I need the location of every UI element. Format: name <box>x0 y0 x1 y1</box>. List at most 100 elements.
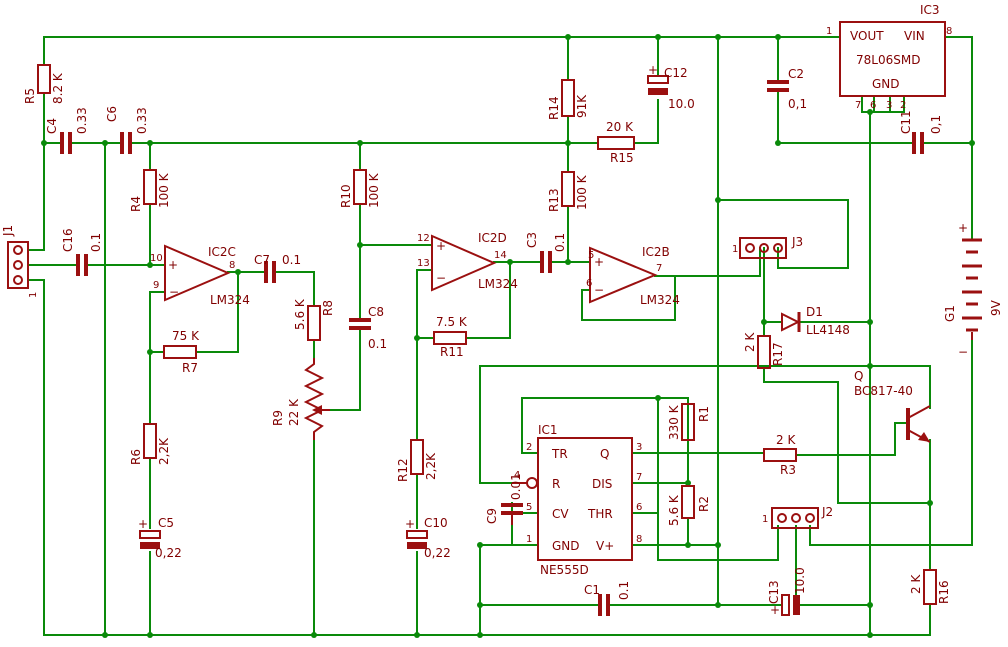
ic1-pin-4: 4 <box>514 470 520 481</box>
ic2b-minus: − <box>594 283 604 297</box>
capacitor-c1: C1 0.1 <box>584 581 631 616</box>
resistor-r11: R11 7.5 K <box>433 315 468 359</box>
capacitor-c4: C4 0.33 <box>45 107 89 154</box>
ic2c-plus: + <box>168 258 178 272</box>
ic1-r: R <box>552 477 560 491</box>
r12-value: 2,2K <box>424 452 438 480</box>
ic1-pin-6: 6 <box>636 502 642 513</box>
diode-d1: D1 LL4148 <box>781 305 850 337</box>
c9-value: 0.01 <box>509 473 523 500</box>
r3-value: 2 K <box>776 433 796 447</box>
resistor-r17: 2 K R17 <box>743 332 785 369</box>
c10-ref: C10 <box>424 516 448 530</box>
c6-ref: C6 <box>105 106 119 122</box>
capacitor-c3: C3 0.1 <box>525 232 567 273</box>
r16-ref: R16 <box>937 580 951 604</box>
r8-ref: R8 <box>321 300 335 316</box>
r9-value: 22 K <box>287 398 301 426</box>
g1-ref: G1 <box>943 305 957 322</box>
c10-plus: + <box>405 517 415 531</box>
c10-value: 0,22 <box>424 546 451 560</box>
ic2d-pin-12: 12 <box>417 233 430 244</box>
c3-value: 0.1 <box>553 233 567 252</box>
capacitor-c7: C7 0.1 <box>254 253 301 283</box>
q-part: BC817-40 <box>854 384 913 398</box>
ic2b-pin-7: 7 <box>656 263 662 274</box>
c3-ref: C3 <box>525 232 539 248</box>
r14-value: 91K <box>575 94 589 118</box>
wires <box>27 36 973 636</box>
ic2b-plus: + <box>594 255 604 269</box>
r5-ref: R5 <box>23 88 37 104</box>
c4-ref: C4 <box>45 118 59 134</box>
capacitor-c12: + C12 10.0 <box>647 63 695 111</box>
ic1-vplus: V+ <box>596 539 614 553</box>
c13-ref: C13 <box>767 580 781 604</box>
c12-plus: + <box>648 63 658 77</box>
d1-ref: D1 <box>806 305 823 319</box>
c2-value: 0,1 <box>788 97 807 111</box>
junctions <box>41 34 975 638</box>
c2-ref: C2 <box>788 67 804 81</box>
g1-plus: + <box>958 221 968 235</box>
ic1-part: NE555D <box>540 563 589 577</box>
ic3-part: 78L06SMD <box>856 53 920 67</box>
resistor-r1: 330 K R1 <box>667 403 711 441</box>
timer-ic1: IC1 NE555D TR Q R DIS CV THR GND V+ 2 3 … <box>512 423 642 577</box>
resistor-r10: R10 100 K <box>339 169 381 208</box>
connector-j2: J2 1 <box>762 505 833 529</box>
r10-ref: R10 <box>339 184 353 208</box>
battery-g1: + − G1 9V <box>943 221 1003 359</box>
resistor-r6: R6 2,2K <box>129 423 171 465</box>
g1-value: 9V <box>989 299 1003 316</box>
ic1-tr: TR <box>551 447 568 461</box>
potentiometer-r9: R9 22 K <box>271 358 330 440</box>
c5-value: 0,22 <box>155 546 182 560</box>
capacitor-c10: + C10 0,22 <box>405 516 451 560</box>
ic2c-pin-10: 10 <box>150 253 163 264</box>
c5-ref: C5 <box>158 516 174 530</box>
capacitor-c11: C11 0,1 <box>899 110 943 154</box>
r2-ref: R2 <box>697 496 711 512</box>
ic3-vout: VOUT <box>850 29 884 43</box>
r2-value: 5.6 K <box>667 494 681 526</box>
ic2c-part: LM324 <box>210 293 250 307</box>
c8-value: 0.1 <box>368 337 387 351</box>
ic2c-pin-9: 9 <box>153 280 159 291</box>
r7-value: 75 K <box>172 329 200 343</box>
transistor-q: Q BC817-40 <box>854 369 931 443</box>
r16-value: 2 K <box>909 574 923 594</box>
ic3-pin-8: 8 <box>946 26 952 37</box>
resistor-r8: R8 5.6 K <box>293 298 335 341</box>
ic3-pin-7: 7 <box>855 100 861 111</box>
ic1-pin-5: 5 <box>526 502 532 513</box>
ic3-pin-1: 1 <box>826 26 832 37</box>
r1-ref: R1 <box>697 406 711 422</box>
c11-ref: C11 <box>899 110 913 134</box>
j3-pin-1: 1 <box>732 244 738 255</box>
g1-minus: − <box>958 345 968 359</box>
resistor-r13: R13 100 K <box>547 171 589 212</box>
opamp-ic2d: + − 12 13 14 IC2D LM324 <box>417 231 518 292</box>
resistor-r3: 2 K R3 <box>763 433 797 477</box>
ic2b-ref: IC2B <box>642 245 670 259</box>
capacitor-c16: C16 0.1 <box>61 228 103 276</box>
ic2d-ref: IC2D <box>478 231 507 245</box>
ic1-thr: THR <box>587 507 613 521</box>
ic1-ref: IC1 <box>538 423 558 437</box>
r5-value: 8.2 K <box>51 72 65 104</box>
ic3-vin: VIN <box>904 29 925 43</box>
ic2d-part: LM324 <box>478 277 518 291</box>
resistor-r12: R12 2,2K <box>396 439 438 482</box>
c11-value: 0,1 <box>929 115 943 134</box>
r1-value: 330 K <box>667 404 681 440</box>
r9-ref: R9 <box>271 410 285 426</box>
r17-ref: R17 <box>771 342 785 366</box>
c13-plus: + <box>770 603 780 617</box>
capacitor-c9: C9 0.01 <box>485 473 523 525</box>
connector-j1: J1 1 <box>1 225 39 298</box>
r13-ref: R13 <box>547 188 561 212</box>
ic3-ref: IC3 <box>920 3 940 17</box>
r6-ref: R6 <box>129 449 143 465</box>
